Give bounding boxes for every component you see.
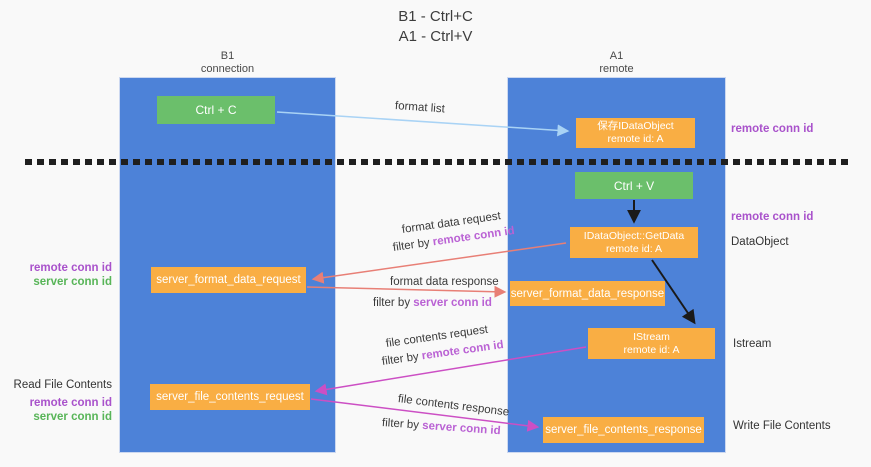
- arrow-format-data-request: [311, 242, 567, 284]
- remote-conn-id-read: remote conn id: [29, 397, 112, 409]
- getdata-box: IDataObject::GetData remote id: A: [570, 227, 698, 258]
- arrow-file-contents-request: [314, 346, 587, 396]
- left-mid-label-group: remote conn id server conn id: [8, 261, 112, 289]
- left-column-name: B1: [220, 50, 235, 62]
- istream-box: IStream remote id: A: [588, 328, 715, 359]
- arrow-format-data-response: [306, 285, 507, 298]
- arrow-format-list: [276, 111, 570, 137]
- server-file-contents-request-label: server_file_contents_request: [156, 391, 304, 403]
- remote-conn-id-left: remote conn id: [29, 262, 112, 274]
- server-format-data-request-label: server_format_data_request: [156, 274, 301, 286]
- diagram-title: B1 - Ctrl+C A1 - Ctrl+V: [0, 7, 871, 47]
- filter-by-text: filter by: [373, 297, 414, 309]
- istream-line1: IStream: [633, 330, 670, 343]
- save-dataobject-box: 保存IDataObject remote id: A: [576, 118, 695, 148]
- write-file-contents-label: Write File Contents: [733, 420, 831, 432]
- istream-line2: remote id: A: [623, 343, 680, 356]
- dataobject-label: DataObject: [731, 236, 789, 248]
- ctrl-c-box: Ctrl + C: [157, 96, 275, 124]
- save-dataobject-line2: remote id: A: [607, 133, 664, 145]
- server-conn-id-left: server conn id: [33, 276, 112, 288]
- ctrl-v-label: Ctrl + V: [613, 178, 655, 193]
- title-line-2: A1 - Ctrl+V: [398, 28, 473, 45]
- dashed-separator-line: [25, 159, 851, 165]
- arrow-file-contents-response: [310, 398, 540, 432]
- remote-conn-id-right-top: remote conn id: [731, 123, 814, 135]
- istream-side-label: Istream: [733, 338, 772, 350]
- server-file-contents-response-label: server_file_contents_response: [545, 424, 702, 436]
- right-column-header: A1 remote: [508, 50, 725, 76]
- server-file-contents-response-box: server_file_contents_response: [543, 417, 704, 443]
- right-column-role: remote: [599, 63, 634, 75]
- read-file-contents-label: Read File Contents: [13, 379, 112, 391]
- remote-conn-id-right-mid: remote conn id: [731, 211, 814, 223]
- left-column-header: B1 connection: [120, 50, 335, 76]
- server-conn-id-text: server conn id: [413, 297, 492, 309]
- left-read-label-group: Read File Contents remote conn id server…: [8, 378, 112, 424]
- server-format-data-response-label: server_format_data_response: [510, 287, 665, 300]
- filter-by-server-conn-id-label-1: filter by server conn id: [373, 297, 492, 309]
- left-column-role: connection: [200, 63, 255, 75]
- format-data-response-label: format data response: [390, 276, 499, 288]
- save-dataobject-line1: 保存IDataObject: [597, 120, 674, 132]
- server-file-contents-request-box: server_file_contents_request: [150, 384, 310, 410]
- right-column-name: A1: [609, 50, 624, 62]
- server-format-data-response-box: server_format_data_response: [510, 281, 665, 306]
- getdata-line2: remote id: A: [605, 242, 663, 255]
- ctrl-v-box: Ctrl + V: [575, 172, 693, 199]
- getdata-line1: IDataObject::GetData: [583, 229, 685, 242]
- ctrl-c-label: Ctrl + C: [195, 103, 237, 117]
- title-line-1: B1 - Ctrl+C: [398, 8, 473, 25]
- server-format-data-request-box: server_format_data_request: [151, 267, 306, 293]
- server-conn-id-read: server conn id: [33, 411, 112, 423]
- arrow-getdata-to-istream: [651, 259, 696, 325]
